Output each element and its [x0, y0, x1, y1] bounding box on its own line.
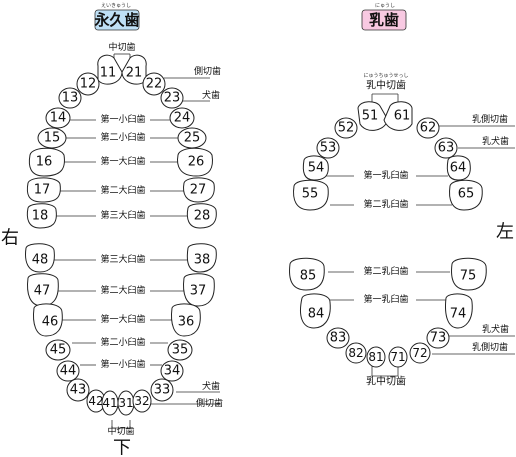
label-first-molar-upper: 第一大臼歯 — [100, 155, 145, 167]
primary-title-text: 乳歯 — [369, 11, 399, 29]
tooth-15: 15 — [44, 131, 61, 146]
permanent-title: えいきゅうし 永久歯 — [93, 2, 140, 31]
permanent-title-box — [94, 9, 140, 31]
side-label-left: 左 — [496, 222, 514, 243]
tooth-81: 81 — [368, 350, 383, 364]
label-primary-second-molar-lower: 第二乳臼歯 — [363, 265, 408, 277]
permanent-upper-arch: 11 21 12 22 13 23 14 24 15 25 16 26 17 2… — [26, 41, 221, 229]
label-canine-lower: 犬歯 — [202, 380, 220, 392]
label-first-premolar-upper: 第一小臼歯 — [100, 113, 145, 125]
label-second-molar-lower: 第二大臼歯 — [100, 284, 145, 296]
primary-lower-arch: 85 75 84 74 83 73 82 81 71 72 第二乳臼歯 第一乳臼… — [289, 257, 515, 388]
permanent-lower-arch: 48 38 47 37 46 36 45 35 44 34 43 33 42 4… — [25, 243, 223, 437]
tooth-13: 13 — [62, 91, 79, 106]
tooth-85: 85 — [300, 269, 317, 284]
tooth-22: 22 — [146, 77, 163, 92]
label-primary-second-molar-upper: 第二乳臼歯 — [363, 198, 408, 210]
tooth-45: 45 — [50, 343, 67, 358]
tooth-17: 17 — [34, 183, 51, 198]
tooth-61: 61 — [394, 109, 411, 124]
label-first-molar-lower: 第一大臼歯 — [100, 313, 145, 325]
label-primary-central-incisor-lower: 乳中切歯 — [366, 375, 406, 388]
tooth-36: 36 — [178, 315, 195, 330]
tooth-28: 28 — [194, 209, 211, 224]
primary-title-ruby: にゅうし — [375, 3, 395, 9]
primary-upper-arch: 51 61 52 62 53 63 54 64 55 65 にゅうちゅうせっし … — [293, 73, 515, 211]
tooth-44: 44 — [60, 364, 77, 379]
label-third-molar-lower: 第三大臼歯 — [100, 253, 145, 265]
side-label-right: 右 — [1, 228, 19, 249]
tooth-12: 12 — [80, 77, 97, 92]
tooth-37: 37 — [190, 284, 207, 299]
label-primary-first-molar-upper: 第一乳臼歯 — [363, 169, 408, 181]
tooth-48: 48 — [32, 253, 49, 268]
label-second-molar-upper: 第二大臼歯 — [100, 184, 145, 196]
tooth-47: 47 — [34, 284, 51, 299]
tooth-52: 52 — [338, 121, 355, 136]
tooth-23: 23 — [164, 91, 181, 106]
tooth-21: 21 — [126, 66, 143, 81]
tooth-75: 75 — [460, 269, 477, 284]
label-second-premolar-upper: 第二小臼歯 — [100, 131, 145, 143]
tooth-14: 14 — [50, 111, 67, 126]
label-primary-canine-lower: 乳犬歯 — [482, 323, 509, 335]
tooth-31: 31 — [118, 396, 133, 410]
label-third-molar-upper: 第三大臼歯 — [100, 209, 145, 221]
tooth-51: 51 — [362, 109, 379, 124]
tooth-32: 32 — [134, 394, 149, 408]
label-canine-upper: 犬歯 — [202, 89, 220, 101]
permanent-title-text: 永久歯 — [93, 11, 139, 29]
tooth-72: 72 — [412, 346, 427, 360]
tooth-55: 55 — [302, 187, 319, 202]
permanent-title-ruby: えいきゅうし — [101, 2, 131, 9]
tooth-42: 42 — [88, 394, 103, 408]
tooth-11: 11 — [100, 66, 117, 81]
tooth-41: 41 — [102, 396, 117, 410]
tooth-64: 64 — [450, 161, 467, 176]
tooth-25: 25 — [184, 131, 201, 146]
tooth-84: 84 — [308, 307, 325, 322]
tooth-43: 43 — [70, 383, 87, 398]
label-lateral-incisor-upper: 側切歯 — [194, 65, 221, 77]
tooth-46: 46 — [42, 315, 59, 330]
tooth-82: 82 — [348, 346, 363, 360]
tooth-34: 34 — [164, 364, 181, 379]
tooth-71: 71 — [390, 350, 405, 364]
tooth-63: 63 — [438, 141, 455, 156]
tooth-73: 73 — [430, 331, 447, 346]
tooth-27: 27 — [190, 183, 207, 198]
tooth-62: 62 — [420, 121, 437, 136]
label-primary-central-incisor-upper: 乳中切歯 — [366, 79, 406, 92]
tooth-54: 54 — [308, 161, 325, 176]
label-lateral-incisor-lower: 側切歯 — [196, 397, 223, 409]
side-label-bottom: 下 — [113, 438, 131, 457]
label-primary-lateral-incisor-lower: 乳側切歯 — [472, 341, 508, 353]
tooth-26: 26 — [188, 155, 205, 170]
tooth-24: 24 — [174, 111, 191, 126]
label-primary-canine-upper: 乳犬歯 — [482, 135, 509, 147]
tooth-53: 53 — [320, 141, 337, 156]
tooth-83: 83 — [330, 331, 347, 346]
tooth-74: 74 — [450, 307, 467, 322]
label-central-incisor-lower: 中切歯 — [107, 425, 134, 437]
tooth-18: 18 — [32, 209, 49, 224]
label-primary-central-incisor-ruby: にゅうちゅうせっし — [363, 73, 408, 79]
primary-title: にゅうし 乳歯 — [361, 3, 407, 31]
primary-title-box — [361, 9, 407, 31]
tooth-38: 38 — [194, 253, 211, 268]
label-primary-first-molar-lower: 第一乳臼歯 — [363, 293, 408, 305]
tooth-33: 33 — [154, 383, 171, 398]
label-primary-lateral-incisor-upper: 乳側切歯 — [472, 113, 508, 125]
label-second-premolar-lower: 第二小臼歯 — [100, 336, 145, 348]
label-central-incisor-upper: 中切歯 — [108, 41, 135, 53]
label-first-premolar-lower: 第一小臼歯 — [100, 358, 145, 370]
tooth-35: 35 — [172, 343, 189, 358]
tooth-16: 16 — [36, 155, 53, 170]
tooth-65: 65 — [458, 187, 475, 202]
